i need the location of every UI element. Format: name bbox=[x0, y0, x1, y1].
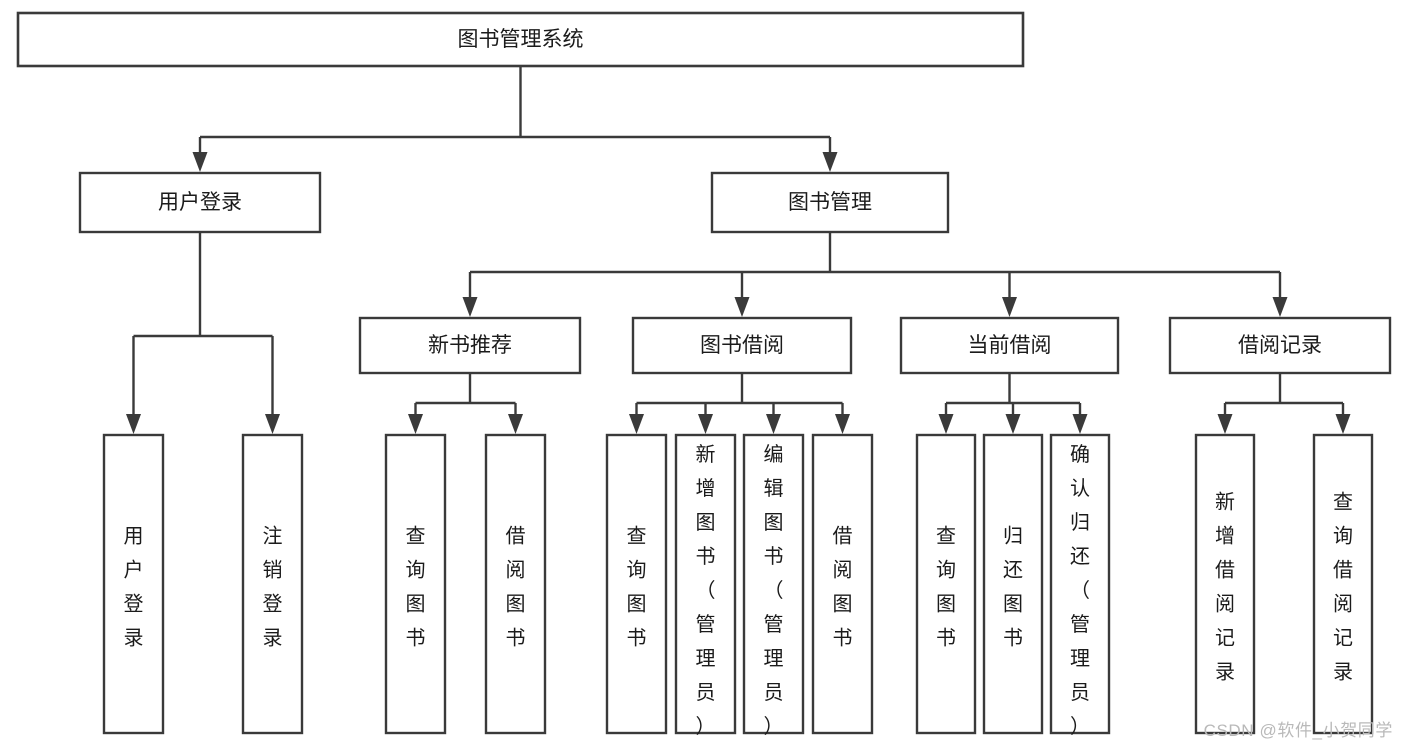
node-box[interactable] bbox=[982, 433, 1044, 735]
node-box[interactable] bbox=[16, 11, 1025, 68]
arrow-head-icon bbox=[126, 414, 141, 434]
node-level1-1[interactable]: 图书管理 bbox=[710, 171, 950, 234]
arrow-head-icon bbox=[508, 414, 523, 434]
node-box[interactable] bbox=[811, 433, 874, 735]
arrow-head-icon bbox=[1072, 414, 1088, 434]
node-level2-1[interactable]: 图书借阅 bbox=[631, 316, 853, 375]
arrow-head-icon bbox=[1335, 414, 1351, 434]
node-box[interactable] bbox=[241, 433, 304, 735]
node-level2-2[interactable]: 当前借阅 bbox=[899, 316, 1120, 375]
node-label: 用户登录 bbox=[124, 526, 144, 650]
node-box[interactable] bbox=[742, 433, 805, 735]
node-label: 注销登录 bbox=[263, 525, 283, 650]
node-leaf-6[interactable]: 编辑图书（管理员） bbox=[742, 433, 805, 738]
node-box[interactable] bbox=[1168, 316, 1392, 375]
node-leaf-1[interactable]: 注销登录 bbox=[241, 433, 304, 735]
arrow-head-icon bbox=[835, 414, 850, 434]
node-label: 借阅图书 bbox=[506, 525, 526, 650]
arrow-head-icon bbox=[1005, 414, 1021, 434]
node-leaf-4[interactable]: 查询图书 bbox=[605, 433, 668, 735]
node-label: 图书管理 bbox=[788, 191, 872, 214]
node-level2-0[interactable]: 新书推荐 bbox=[358, 316, 582, 375]
node-box[interactable] bbox=[605, 433, 668, 735]
node-label: 图书借阅 bbox=[700, 334, 784, 357]
arrow-head-icon bbox=[766, 414, 781, 434]
arrow-head-icon bbox=[734, 297, 750, 317]
node-layer: 图书管理系统用户登录图书管理新书推荐图书借阅当前借阅借阅记录用户登录注销登录查询… bbox=[16, 11, 1392, 738]
node-label: 借阅图书 bbox=[833, 525, 853, 650]
node-root-0[interactable]: 图书管理系统 bbox=[16, 11, 1025, 68]
node-leaf-5[interactable]: 新增图书（管理员） bbox=[674, 433, 737, 738]
connector-layer bbox=[126, 66, 1351, 434]
node-box[interactable] bbox=[899, 316, 1120, 375]
node-label: 查询图书 bbox=[936, 525, 956, 650]
arrow-head-icon bbox=[1002, 297, 1017, 317]
node-label: 用户登录 bbox=[158, 191, 242, 214]
arrow-head-icon bbox=[629, 414, 644, 434]
node-leaf-12[interactable]: 查询借阅记录 bbox=[1312, 433, 1374, 735]
node-label: 图书管理系统 bbox=[458, 28, 584, 51]
node-box[interactable] bbox=[1194, 433, 1256, 735]
node-box[interactable] bbox=[102, 433, 165, 735]
node-leaf-0[interactable]: 用户登录 bbox=[102, 433, 165, 735]
node-label: 新增借阅记录 bbox=[1215, 491, 1235, 684]
node-leaf-2[interactable]: 查询图书 bbox=[384, 433, 447, 735]
node-label: 编辑图书（管理员） bbox=[764, 443, 784, 738]
watermark-text: CSDN @软件_小贺同学 bbox=[1203, 721, 1393, 740]
node-box[interactable] bbox=[710, 171, 950, 234]
node-label: 新增图书（管理员） bbox=[696, 443, 716, 738]
arrow-head-icon bbox=[698, 414, 713, 434]
node-label: 新书推荐 bbox=[428, 334, 512, 357]
node-box[interactable] bbox=[915, 433, 977, 735]
node-label: 借阅记录 bbox=[1238, 334, 1322, 357]
node-box[interactable] bbox=[1312, 433, 1374, 735]
node-label: 查询借阅记录 bbox=[1333, 491, 1353, 684]
node-leaf-10[interactable]: 确认归还（管理员） bbox=[1049, 433, 1111, 738]
node-box[interactable] bbox=[358, 316, 582, 375]
node-leaf-8[interactable]: 查询图书 bbox=[915, 433, 977, 735]
node-box[interactable] bbox=[78, 171, 322, 234]
node-level1-0[interactable]: 用户登录 bbox=[78, 171, 322, 234]
node-label: 查询图书 bbox=[627, 525, 647, 650]
arrow-head-icon bbox=[462, 297, 478, 317]
node-box[interactable] bbox=[1049, 433, 1111, 735]
node-leaf-9[interactable]: 归还图书 bbox=[982, 433, 1044, 735]
node-label: 确认归还（管理员） bbox=[1070, 443, 1090, 738]
arrow-head-icon bbox=[1272, 297, 1288, 317]
node-level2-3[interactable]: 借阅记录 bbox=[1168, 316, 1392, 375]
node-box[interactable] bbox=[384, 433, 447, 735]
arrow-head-icon bbox=[1217, 414, 1233, 434]
arrow-head-icon bbox=[938, 414, 954, 434]
node-label: 当前借阅 bbox=[968, 334, 1052, 357]
node-label: 归还图书 bbox=[1003, 525, 1023, 650]
node-box[interactable] bbox=[631, 316, 853, 375]
arrow-head-icon bbox=[192, 152, 208, 172]
node-box[interactable] bbox=[674, 433, 737, 735]
node-leaf-11[interactable]: 新增借阅记录 bbox=[1194, 433, 1256, 735]
node-label: 查询图书 bbox=[406, 525, 426, 650]
node-leaf-3[interactable]: 借阅图书 bbox=[484, 433, 547, 735]
arrow-head-icon bbox=[265, 414, 280, 434]
node-box[interactable] bbox=[484, 433, 547, 735]
arrow-head-icon bbox=[408, 414, 423, 434]
node-leaf-7[interactable]: 借阅图书 bbox=[811, 433, 874, 735]
arrow-head-icon bbox=[822, 152, 838, 172]
